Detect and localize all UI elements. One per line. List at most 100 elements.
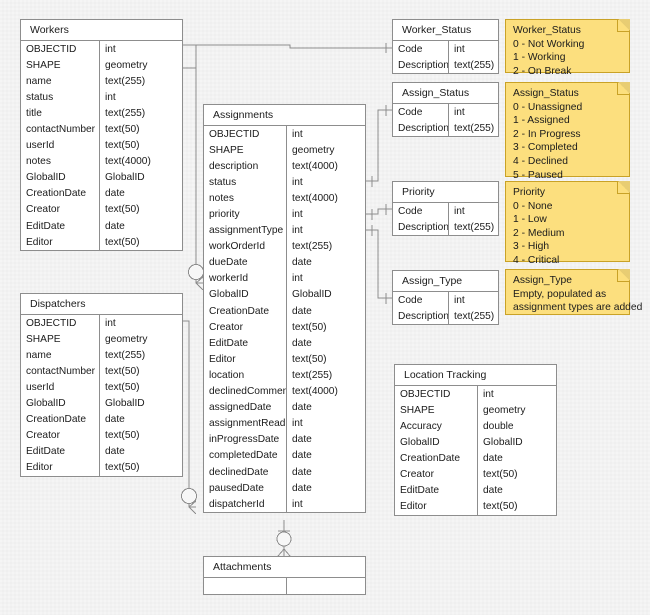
field-type: date <box>286 254 365 271</box>
field-type: int <box>286 126 365 143</box>
field-name: assignmentType <box>209 225 284 237</box>
field-name: assignmentRead <box>209 418 286 430</box>
field-type: geometry <box>477 402 556 419</box>
note-line: 3 - High <box>513 241 550 253</box>
field-name: status <box>26 91 54 103</box>
field-name: SHAPE <box>26 59 61 71</box>
field-name: Code <box>398 43 423 55</box>
field-type: text(50) <box>99 427 182 444</box>
field-name: userId <box>26 140 55 152</box>
field-type: date <box>286 447 365 464</box>
entity-table-title: Attachments <box>204 557 365 578</box>
field-type: text(255) <box>99 105 182 122</box>
note-fold-corner-icon <box>617 82 630 95</box>
entity-table-attachments[interactable]: Attachments <box>203 556 366 595</box>
field-name: GlobalID <box>26 172 66 184</box>
note-line: assignment types are added <box>513 302 643 314</box>
field-name: Editor <box>26 236 53 248</box>
entity-field-row: dueDate date <box>204 254 365 271</box>
field-type: text(50) <box>477 466 556 483</box>
field-type: text(4000) <box>286 158 365 175</box>
field-name: pausedDate <box>209 482 264 494</box>
note-line: 0 - Unassigned <box>513 101 583 113</box>
field-type: text(255) <box>448 120 498 137</box>
field-type: int <box>286 496 365 513</box>
note-fold-corner-icon <box>617 269 630 282</box>
field-type: int <box>477 386 556 403</box>
note-fold-corner-icon <box>617 181 630 194</box>
field-type: geometry <box>286 142 365 159</box>
field-name: priority <box>209 209 240 221</box>
field-name: name <box>26 349 52 361</box>
field-type: date <box>286 399 365 416</box>
field-name: GlobalID <box>209 289 249 301</box>
field-type: date <box>99 218 182 235</box>
entity-field-row <box>204 578 365 594</box>
field-name: contactNumber <box>26 124 96 136</box>
field-name: Creator <box>400 469 434 481</box>
field-name: CreationDate <box>209 305 270 317</box>
field-name: declinedComment <box>209 386 286 398</box>
note-line: 2 - Medium <box>513 227 565 239</box>
entity-table-title: Location Tracking <box>395 365 556 386</box>
field-type: int <box>286 270 365 287</box>
field-type: geometry <box>99 331 182 348</box>
field-name: location <box>209 369 245 381</box>
field-type: text(50) <box>99 363 182 380</box>
field-name: OBJECTID <box>209 128 260 140</box>
field-name: dueDate <box>209 257 248 269</box>
note-line: Empty, populated as <box>513 288 607 300</box>
field-name: Description <box>398 310 448 322</box>
entity-field-row: Editor text(50) <box>21 234 182 251</box>
note-fold-corner-icon <box>617 19 630 32</box>
field-type: date <box>99 443 182 460</box>
field-name: Code <box>398 205 423 217</box>
field-name: EditDate <box>400 485 440 497</box>
entity-field-row: status int <box>21 89 182 106</box>
field-name: workOrderId <box>209 241 266 253</box>
field-type: text(50) <box>99 234 182 251</box>
field-name: title <box>26 107 42 119</box>
field-name: name <box>26 75 52 87</box>
field-type: text(255) <box>448 308 498 325</box>
field-type: int <box>99 89 182 106</box>
